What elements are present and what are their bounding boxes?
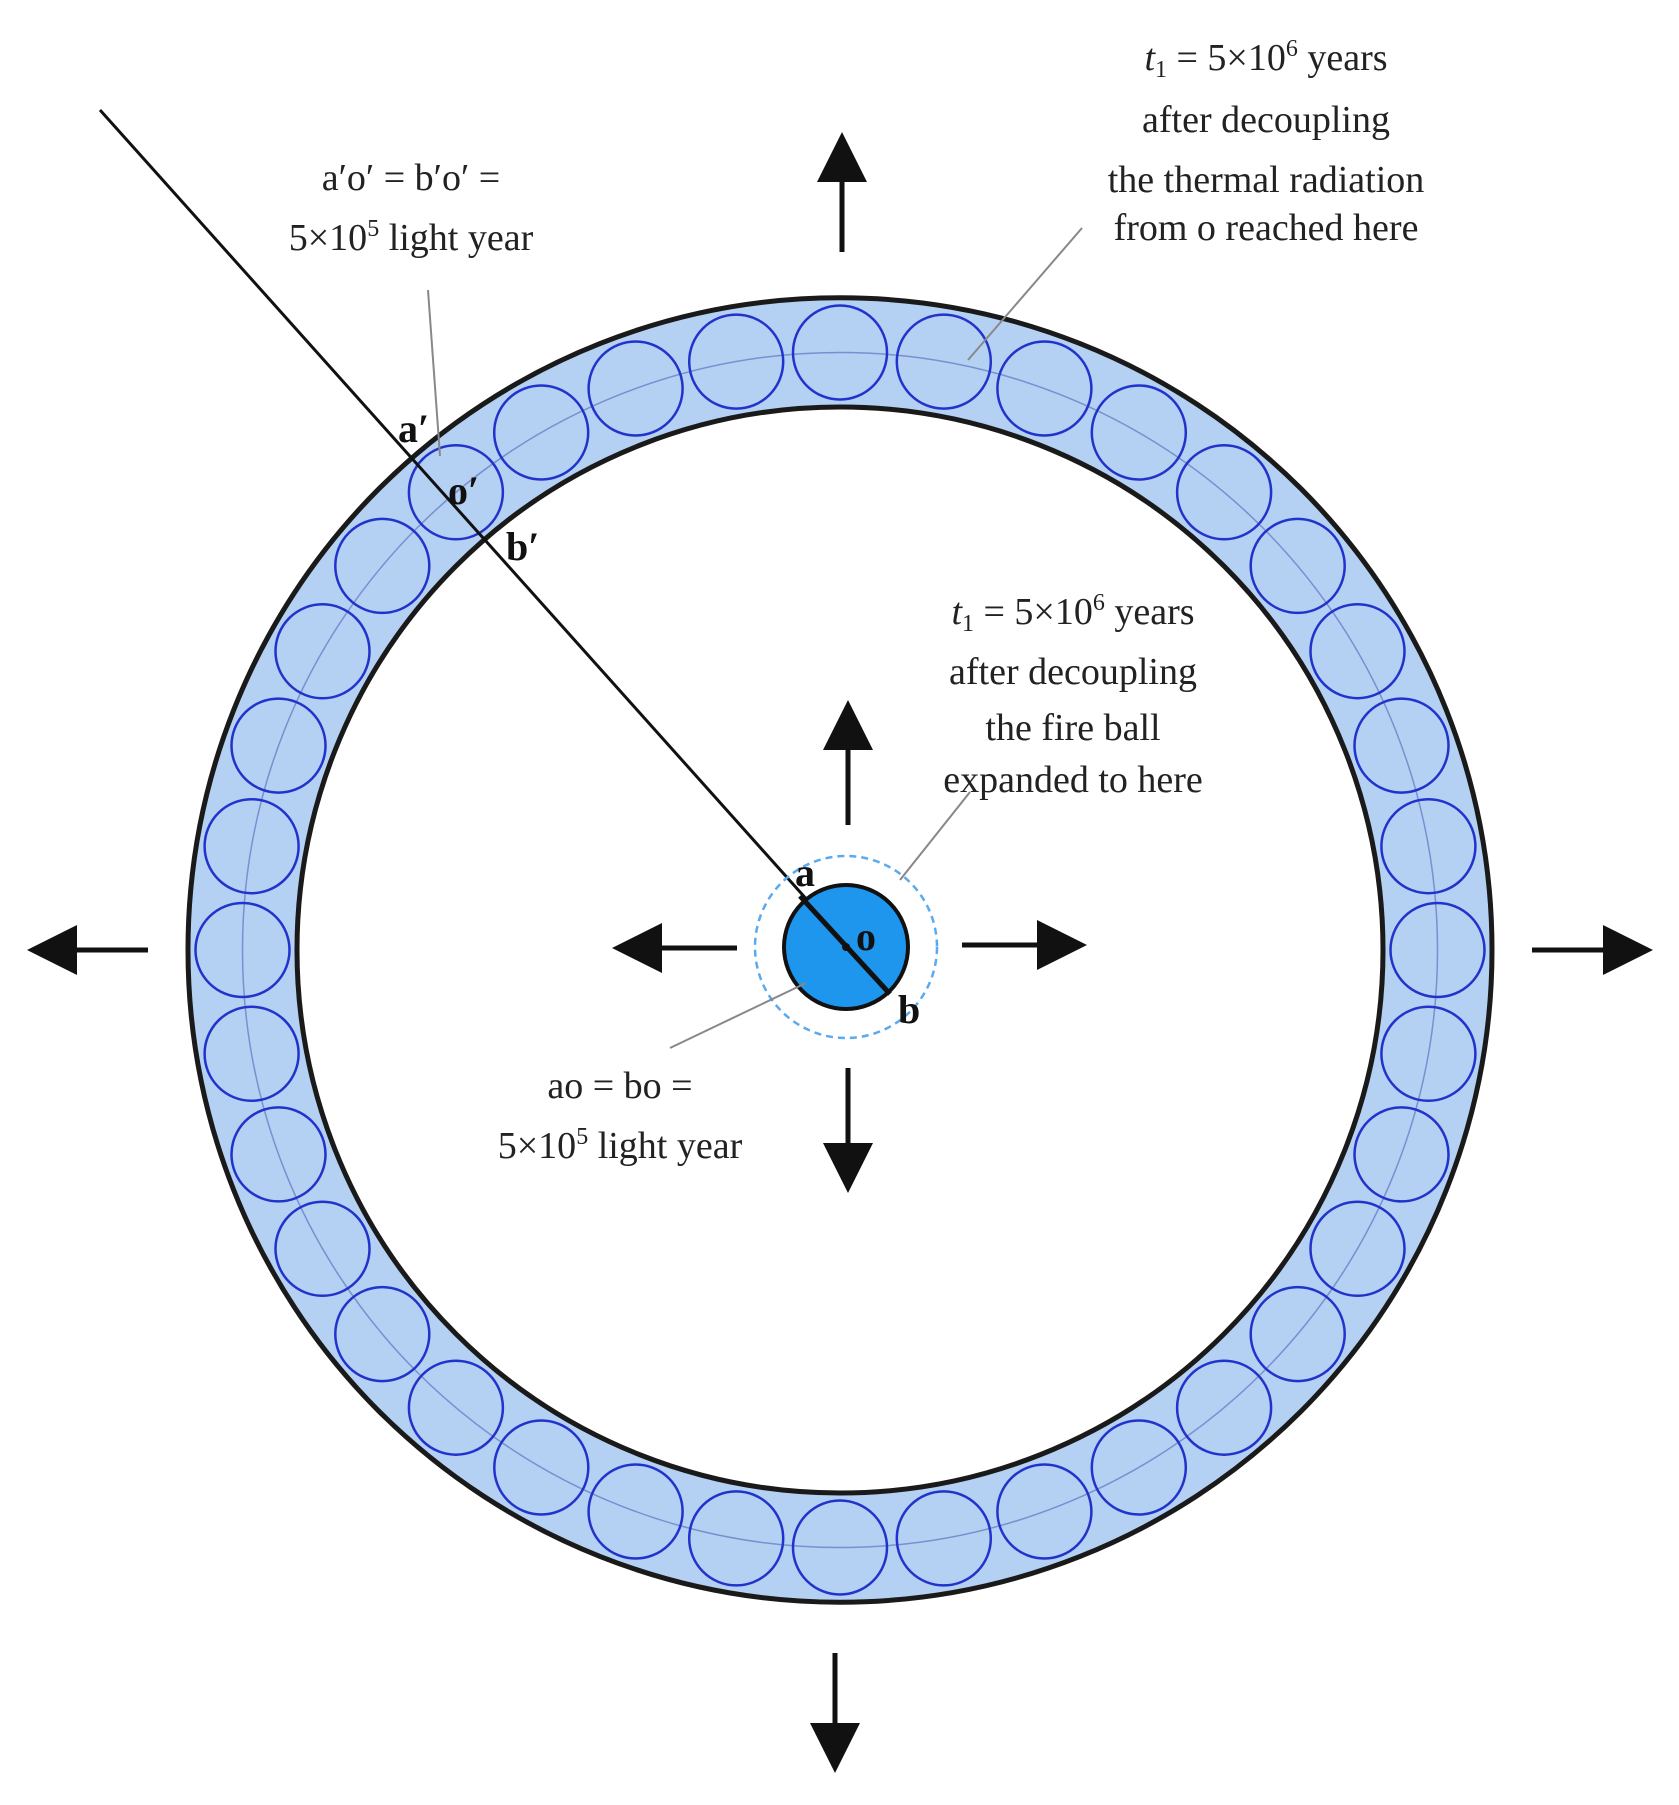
shell-cell [895, 1490, 993, 1587]
annotation-fireball-line2: after decoupling [949, 651, 1197, 693]
annotation-thermal-line4: from o reached here [1114, 207, 1419, 249]
shell-cell [274, 1200, 371, 1298]
label-b-prime: b′ [506, 524, 540, 569]
label-b: b [898, 987, 920, 1032]
shell-midline [241, 351, 1439, 1549]
shell-cell [791, 1499, 889, 1596]
shell-cell [407, 1359, 505, 1456]
shell-cell [687, 313, 785, 410]
shell-cell [1380, 1005, 1477, 1103]
shell-cell [334, 1285, 431, 1383]
leader-lines [427, 227, 1083, 1049]
fireball-halo [753, 854, 939, 1040]
label-o: o [856, 914, 876, 959]
annotation-thermal-line1: t1 = 5×106 years [1144, 36, 1387, 83]
annotation-fireball-line3: the fire ball [985, 707, 1160, 749]
annotation-fireball-distance: ao = bo = 5×105 light year [498, 1065, 743, 1167]
shell-cell [230, 1106, 327, 1203]
leader-middle-right [899, 791, 971, 881]
shell-cell [996, 340, 1093, 437]
shell-cell [1090, 1419, 1188, 1516]
shell-cell [194, 901, 291, 999]
annotation-thermal-radiation: t1 = 5×106 years after decoupling the th… [1108, 36, 1425, 249]
shell-cell [334, 517, 431, 615]
annotation-shell-line1: a′o′ = b′o′ = [322, 157, 500, 199]
shell-cell [493, 1419, 590, 1516]
shell-cell [274, 603, 371, 700]
shell-cell [1249, 517, 1346, 615]
shell-cell [687, 1490, 785, 1587]
annotation-shell-line2: 5×105 light year [289, 216, 534, 259]
shell-cell [492, 384, 590, 481]
shell-cell [407, 444, 505, 541]
shell-cell [1175, 444, 1273, 541]
shell-cell [587, 340, 684, 437]
shell-cell [1353, 697, 1450, 794]
outer-arrows [27, 132, 1653, 1773]
shell-cell [791, 304, 889, 401]
center-point-o [842, 943, 850, 951]
shell-cell [1389, 901, 1486, 999]
shell-cell [230, 697, 327, 794]
annotation-thermal-line2: after decoupling [1142, 99, 1390, 141]
leader-bottom-center [669, 982, 807, 1049]
label-a-prime: a′ [398, 406, 429, 451]
shell-cell [203, 797, 300, 895]
leader-top-right [967, 227, 1083, 361]
annotation-shell-distance: a′o′ = b′o′ = 5×105 light year [289, 157, 534, 259]
shell-cell [1249, 1285, 1346, 1383]
shell-cell [1309, 1200, 1406, 1298]
thermal-radiation-shell [185, 295, 1495, 1605]
annotation-fireball-distance-line1: ao = bo = [547, 1065, 692, 1107]
shell-cell [1175, 1359, 1273, 1456]
annotation-fireball-line4: expanded to here [943, 759, 1203, 801]
shell-cells [194, 304, 1486, 1596]
annotation-thermal-line3: the thermal radiation [1108, 159, 1425, 201]
diagonal-line [98, 108, 888, 990]
label-a: a [795, 850, 815, 895]
annotation-fireball-line1: t1 = 5×106 years [951, 590, 1194, 637]
shell-cell [895, 313, 993, 410]
shell-cell [1353, 1106, 1450, 1203]
shell-cell [203, 1005, 300, 1103]
leader-top-left [427, 289, 441, 457]
annotation-fireball: t1 = 5×106 years after decoupling the fi… [943, 590, 1203, 801]
label-o-prime: o′ [448, 468, 479, 513]
inner-arrows [612, 700, 1087, 1193]
shell-cell [1309, 602, 1406, 700]
shell-cell [1090, 384, 1188, 481]
shell-cell [996, 1463, 1093, 1560]
annotation-fireball-distance-line2: 5×105 light year [498, 1124, 743, 1167]
shell-cell [1380, 797, 1477, 895]
shell-cell [587, 1463, 684, 1560]
